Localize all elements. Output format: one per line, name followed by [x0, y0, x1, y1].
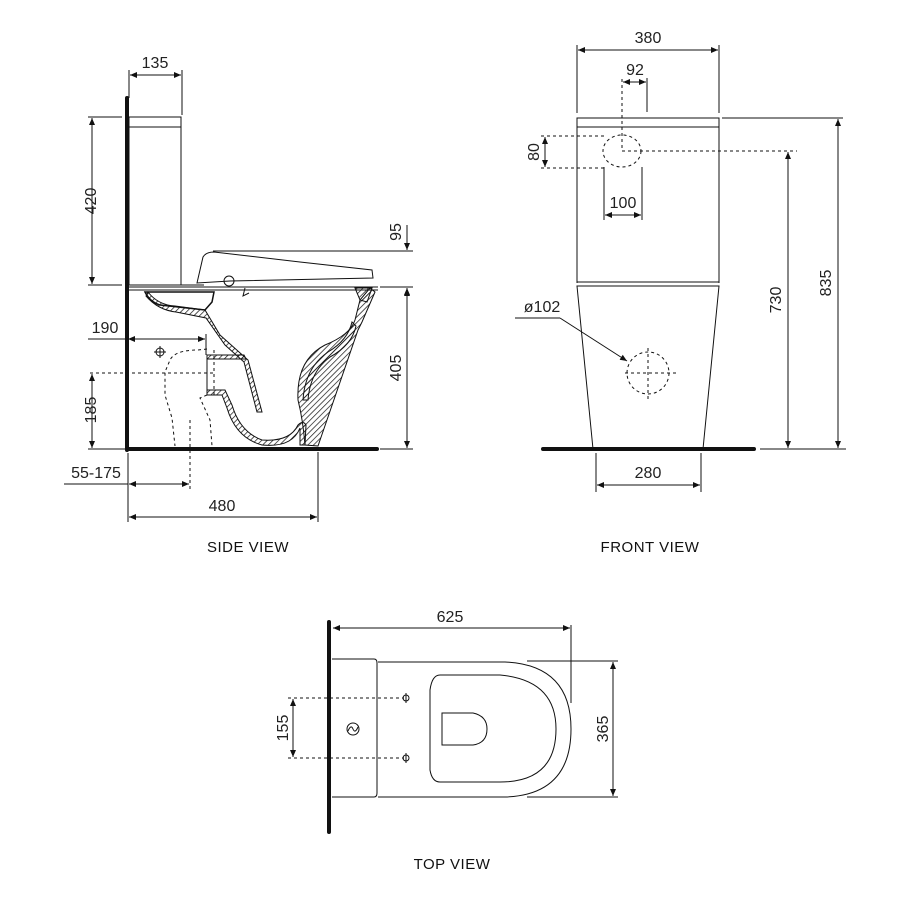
cistern-front	[576, 117, 720, 283]
dim-inlet-height: 185	[83, 397, 100, 424]
hidden-outlet-lines	[90, 346, 215, 490]
dim-overall-depth: 480	[209, 498, 236, 515]
dim-inlet-height-size: 80	[526, 143, 543, 161]
dim-tank-depth: 135	[142, 55, 169, 72]
seat-top	[429, 674, 557, 783]
dim-inlet-from-floor: 730	[768, 287, 785, 314]
fixing-points	[288, 693, 410, 763]
dim-top-overall-width: 365	[595, 716, 612, 743]
dim-overall-height: 835	[818, 270, 835, 297]
side-dimensions: 135 420 95 405 190 185	[64, 55, 413, 522]
dim-inlet-width-size: 100	[610, 195, 637, 212]
cistern-top	[332, 658, 378, 798]
pan-section	[143, 287, 376, 447]
flush-button-icon	[346, 722, 360, 736]
dim-base-width: 280	[635, 465, 662, 482]
dim-outlet-set-out: 55-175	[71, 465, 121, 482]
front-view: 380 92 80 100 730 835	[515, 30, 846, 556]
top-view-caption: TOP VIEW	[414, 856, 491, 873]
dim-outlet-diameter: ø102	[524, 299, 561, 316]
dim-tank-height: 420	[83, 188, 100, 215]
side-view: 135 420 95 405 190 185	[64, 55, 413, 556]
dim-seat-height: 95	[388, 223, 405, 241]
dim-top-overall-depth: 625	[437, 609, 464, 626]
front-dimensions: 380 92 80 100 730 835	[515, 30, 846, 492]
front-view-caption: FRONT VIEW	[601, 539, 700, 556]
dim-pan-height: 405	[388, 355, 405, 382]
bowl-opening-top	[441, 712, 488, 746]
dim-overall-width: 380	[635, 30, 662, 47]
dim-inlet-offset: 92	[626, 62, 644, 79]
top-dimensions: 625 155 365	[275, 609, 618, 798]
pan-top-outer	[378, 661, 572, 798]
side-view-caption: SIDE VIEW	[207, 539, 289, 556]
top-view: 625 155 365 TOP VIEW	[275, 609, 618, 873]
cistern-side	[128, 116, 204, 286]
seat-side	[129, 251, 378, 303]
dim-fixing-spacing: 155	[275, 715, 292, 742]
outlet-hidden	[625, 348, 676, 400]
dim-wall-to-inlet: 190	[92, 320, 119, 337]
